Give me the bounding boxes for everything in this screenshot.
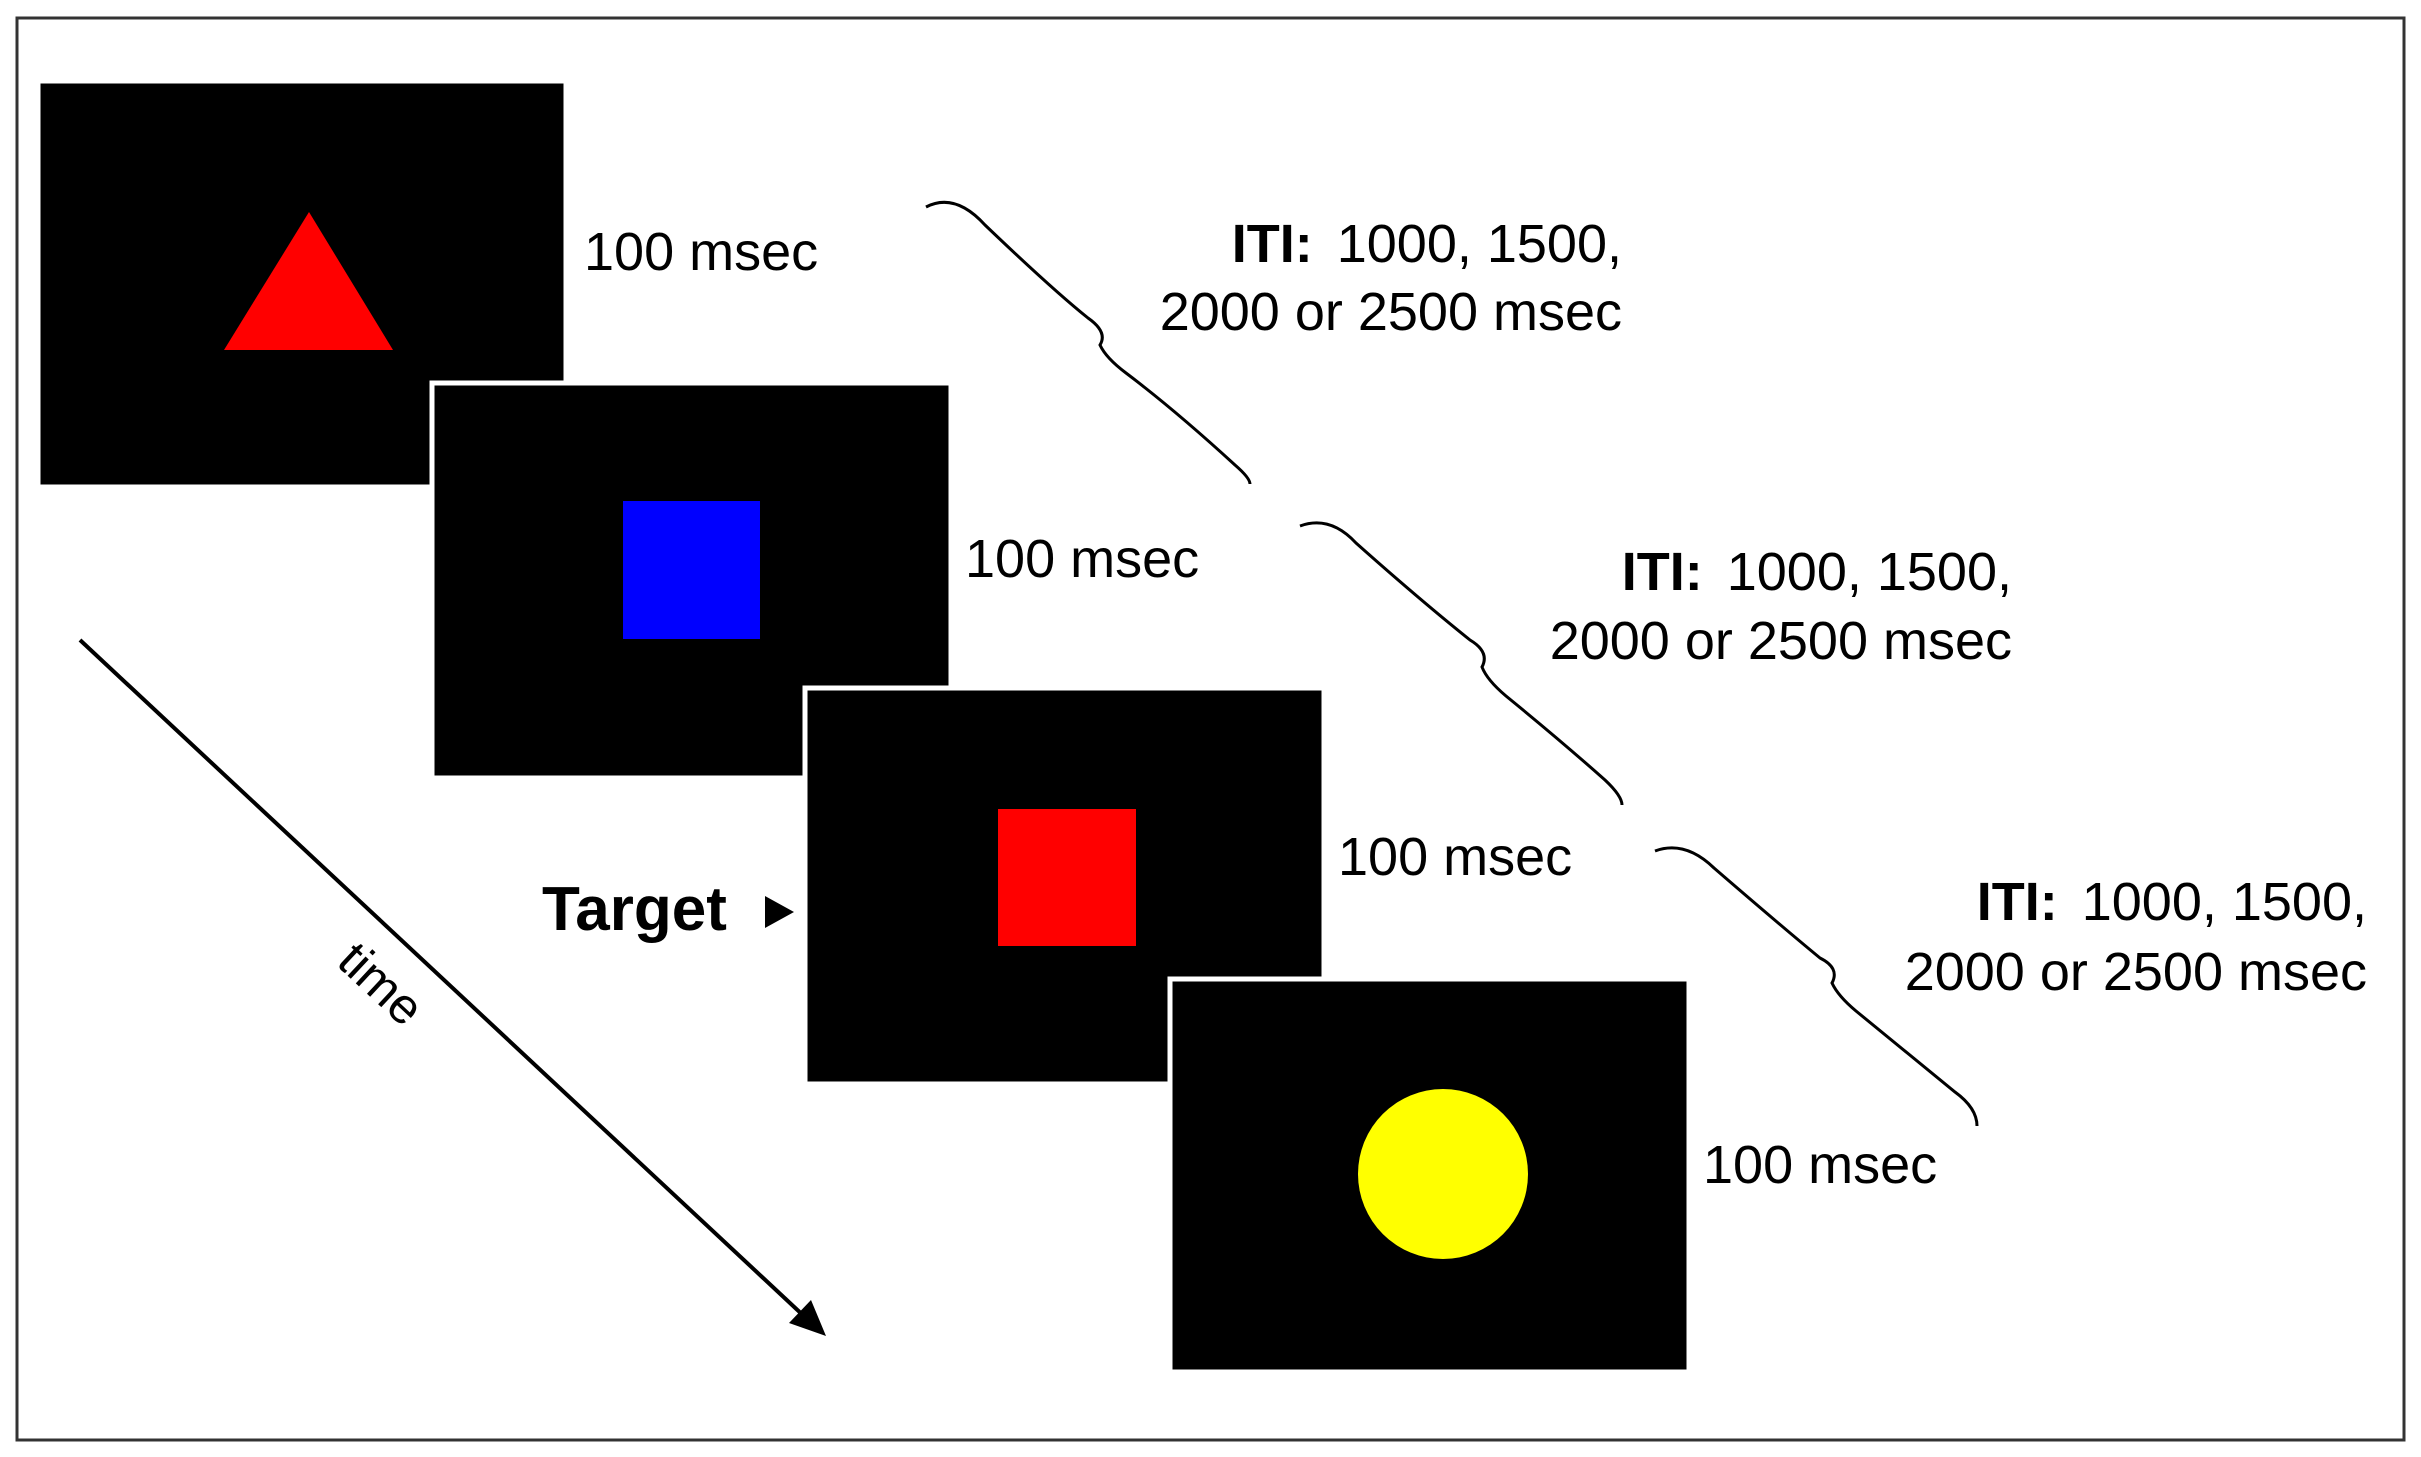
iti-label-1-title: ITI:	[1232, 214, 1313, 274]
iti-label-1: ITI: 1000, 1500,	[1232, 214, 1622, 274]
iti-label-1-values-line1: 1000, 1500,	[1337, 214, 1622, 274]
blue-square-icon	[623, 501, 760, 639]
yellow-circle-icon	[1358, 1089, 1528, 1259]
arrow-down-right-icon	[789, 1300, 826, 1336]
duration-label-2: 100 msec	[965, 529, 1199, 589]
iti-label-2: ITI: 1000, 1500,	[1622, 542, 2012, 602]
duration-label-4: 100 msec	[1703, 1135, 1937, 1195]
curly-brace-icon-2	[1299, 521, 1624, 806]
right-triangle-icon	[765, 896, 794, 928]
duration-label-3: 100 msec	[1338, 827, 1572, 887]
stimulus-screen-4	[1167, 976, 1692, 1375]
iti-label-2-values-line1: 1000, 1500,	[1727, 542, 2012, 602]
red-square-icon	[998, 809, 1136, 946]
curly-brace-icon-3	[1654, 846, 1979, 1127]
iti-label-3-line2: 2000 or 2500 msec	[1905, 942, 2367, 1002]
target-label: Target	[542, 875, 727, 944]
iti-label-3-values-line1: 1000, 1500,	[2082, 872, 2367, 932]
time-arrow-line	[78, 638, 808, 1320]
duration-label-1: 100 msec	[584, 222, 818, 282]
curly-brace-icon-1	[925, 200, 1252, 485]
iti-label-3-title: ITI:	[1977, 872, 2058, 932]
iti-label-1-line2: 2000 or 2500 msec	[1160, 282, 1622, 342]
red-triangle-icon	[224, 212, 393, 350]
iti-label-2-line2: 2000 or 2500 msec	[1550, 611, 2012, 671]
iti-label-3: ITI: 1000, 1500,	[1977, 872, 2367, 932]
iti-label-2-title: ITI:	[1622, 542, 1703, 602]
